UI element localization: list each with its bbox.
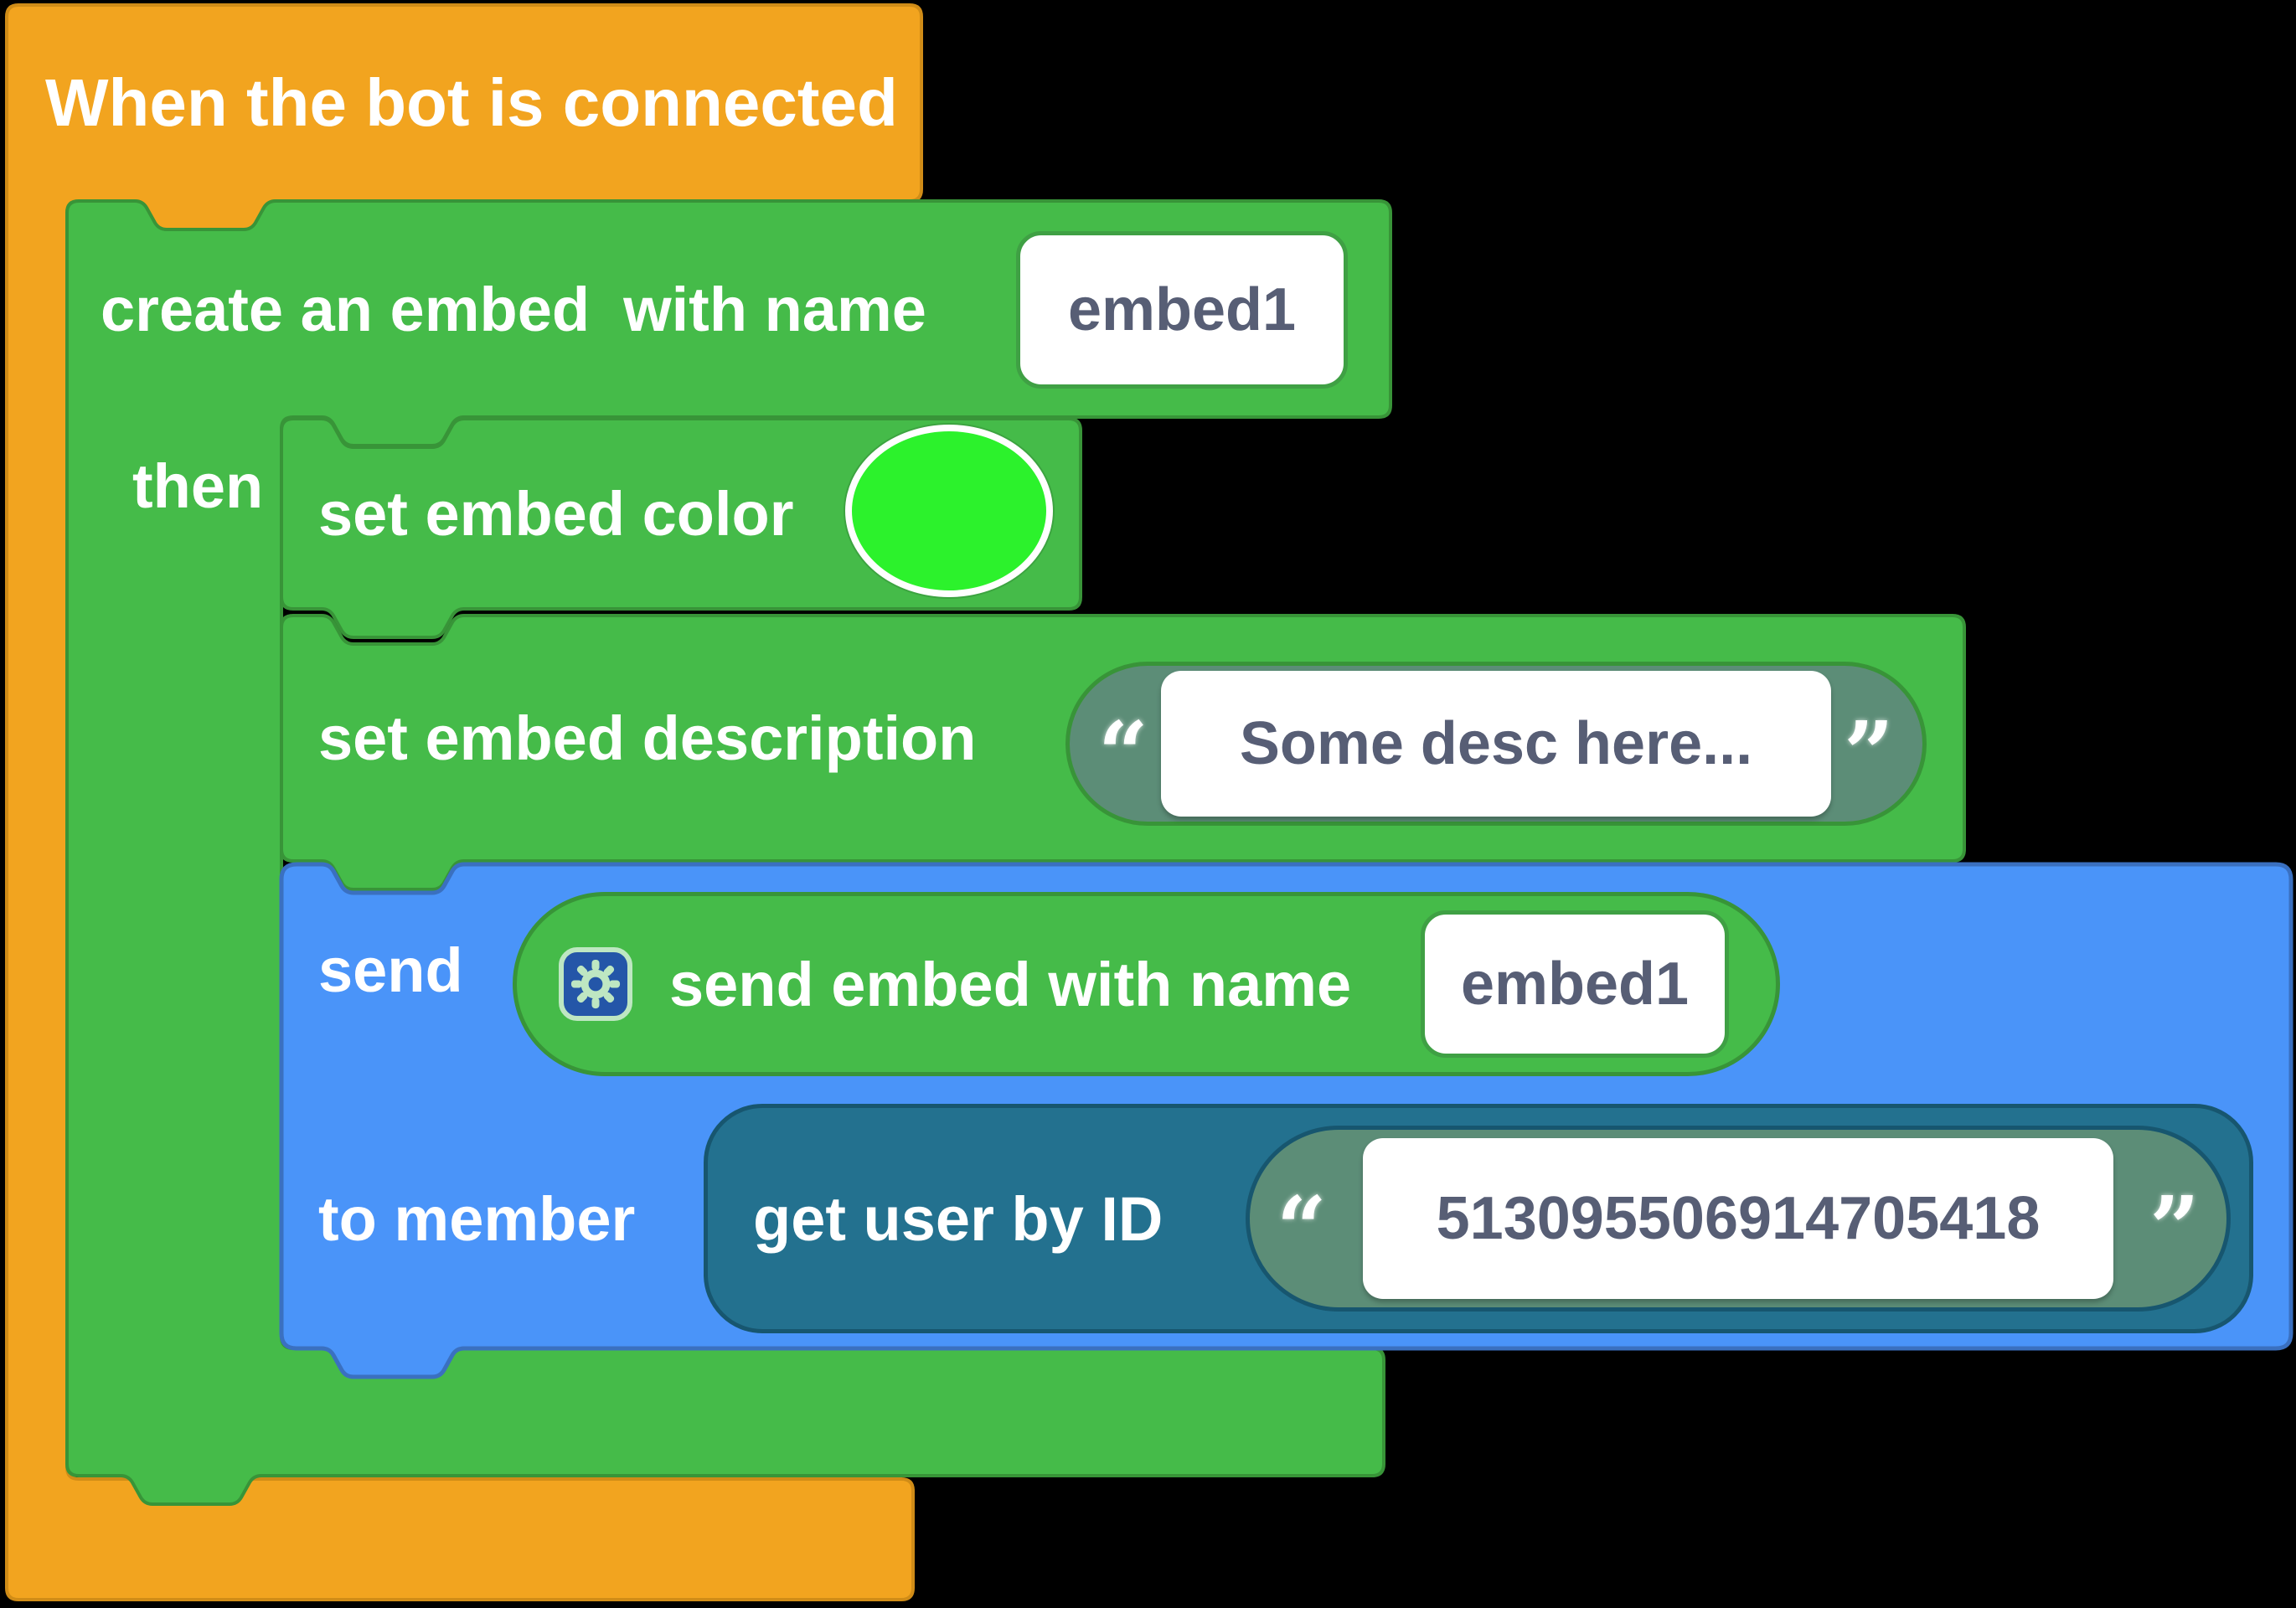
set-embed-description-label: set embed description [318, 704, 977, 773]
description-input[interactable]: Some desc here... [1161, 671, 1831, 817]
set-embed-color-label: set embed color [318, 479, 794, 549]
send-embed-name-input[interactable]: embed1 [1421, 910, 1729, 1058]
hat-label: When the bot is connected [45, 65, 898, 140]
to-member-label: to member [318, 1183, 636, 1254]
then-label: then [132, 451, 264, 521]
create-embed-label: create an embed [101, 274, 591, 344]
description-string-pill[interactable]: “ Some desc here... ” [1065, 662, 1927, 826]
create-embed-label-row: create an embed with name [101, 201, 926, 417]
user-id-string-pill[interactable]: “ 513095506914705418 ” [1246, 1126, 2231, 1312]
send-embed-pill[interactable]: send embed with name embed1 [513, 892, 1780, 1076]
send-label: send [318, 935, 463, 1005]
embed-name-input[interactable]: embed1 [1016, 231, 1348, 389]
send-embed-pill-label: send embed with name [669, 949, 1352, 1019]
embed-color-picker[interactable] [845, 425, 1053, 597]
user-id-input[interactable]: 513095506914705418 [1363, 1138, 2113, 1299]
get-user-by-id-label: get user by ID [753, 1183, 1163, 1254]
get-user-by-id-block[interactable]: get user by ID “ 513095506914705418 ” [704, 1104, 2253, 1333]
with-name-label: with name [623, 274, 926, 344]
gear-icon [559, 947, 632, 1021]
